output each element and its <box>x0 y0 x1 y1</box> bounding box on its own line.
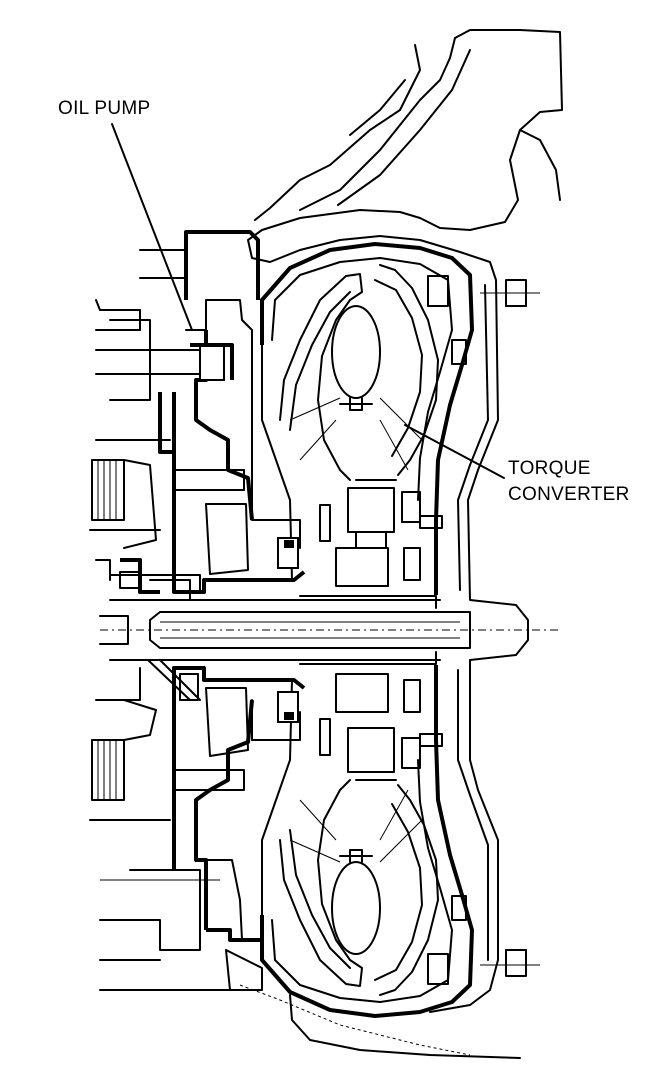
torque-converter-label-line2: CONVERTER <box>508 484 630 505</box>
transmission-case <box>240 30 562 1058</box>
torque-converter <box>262 244 540 1016</box>
oil-pump <box>96 232 304 990</box>
oil-pump-label: OIL PUMP <box>58 98 151 119</box>
oil-pump-leader-line <box>112 124 192 330</box>
torque-converter-label-line1: TORQUE <box>508 458 591 479</box>
clutch-drum <box>90 300 220 960</box>
torque-converter-leader-line <box>405 425 504 478</box>
input-shaft <box>100 600 470 660</box>
